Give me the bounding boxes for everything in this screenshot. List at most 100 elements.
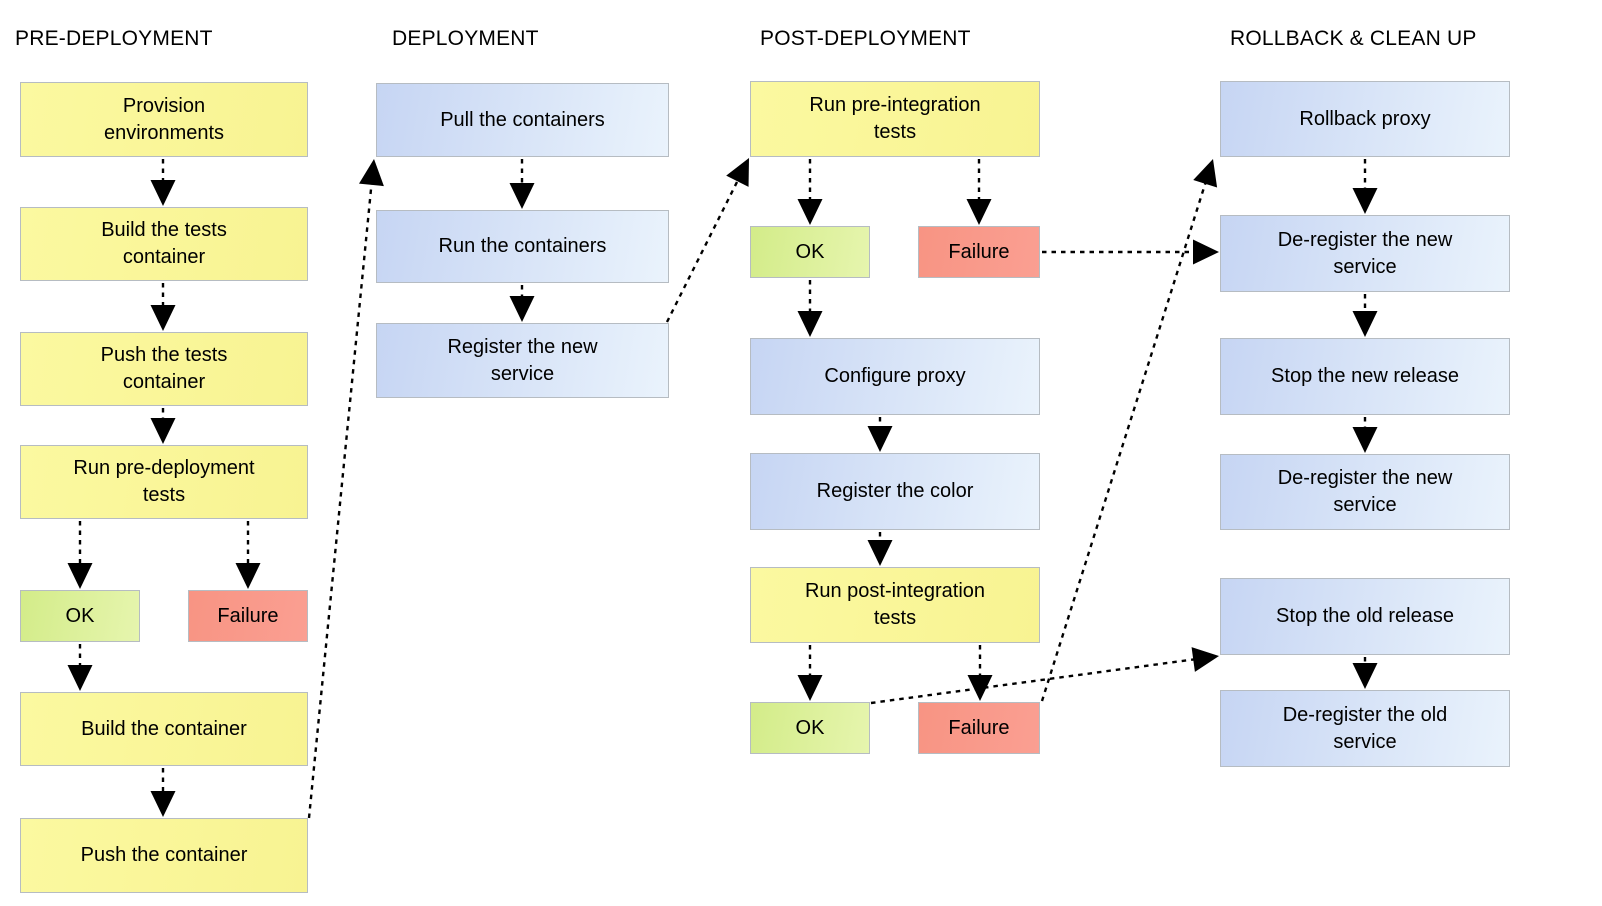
node-stop-the-new-release: Stop the new release bbox=[1220, 338, 1510, 415]
edge-stop-new-release-to-deregister-new bbox=[1352, 417, 1378, 453]
node-run-pre-deployment-tests: Run pre-deployment tests bbox=[20, 445, 308, 519]
node-deregister-the-old-service: De-register the old service bbox=[1220, 690, 1510, 767]
edge-deregister-new-to-stop-new-release bbox=[1352, 294, 1378, 337]
arrowhead bbox=[867, 426, 893, 452]
node-label: Stop the new release bbox=[1271, 365, 1459, 387]
node-pre-deployment-ok: OK bbox=[20, 590, 140, 642]
arrowhead bbox=[235, 563, 261, 589]
node-label: Run post-integration tests bbox=[804, 580, 986, 629]
node-label: Push the tests container bbox=[100, 344, 228, 393]
edge-pre-integration-tests-to-ok bbox=[797, 159, 823, 225]
edge-pre-integration-tests-to-failure bbox=[966, 159, 992, 225]
edge-pre-deployment-tests-to-failure bbox=[235, 521, 261, 589]
node-label: De-register the new service bbox=[1277, 467, 1453, 516]
column-title-pre-deployment: PRE-DEPLOYMENT bbox=[15, 27, 213, 50]
node-label: Configure proxy bbox=[824, 365, 966, 387]
node-deregister-the-new-service-2: De-register the new service bbox=[1220, 454, 1510, 530]
arrowhead bbox=[1193, 159, 1218, 188]
edge-post-integration-tests-to-failure bbox=[967, 645, 993, 701]
node-rollback-proxy: Rollback proxy bbox=[1220, 81, 1510, 157]
node-push-the-container: Push the container bbox=[20, 818, 308, 893]
arrowhead bbox=[509, 183, 535, 209]
node-pre-integration-ok: OK bbox=[750, 226, 870, 278]
column-title-deployment: DEPLOYMENT bbox=[392, 27, 539, 50]
node-build-the-container: Build the container bbox=[20, 692, 308, 766]
node-pre-integration-failure: Failure bbox=[918, 226, 1040, 278]
edge-pre-integration-failure-to-deregister-new bbox=[1042, 239, 1219, 265]
edge-pull-to-run-containers bbox=[509, 159, 535, 209]
edge-build-tests-to-push-tests bbox=[150, 283, 176, 331]
column-title-rollback-clean-up: ROLLBACK & CLEAN UP bbox=[1230, 27, 1477, 50]
edge-provision-to-build-tests bbox=[150, 159, 176, 206]
node-label: Run pre-deployment tests bbox=[73, 457, 255, 506]
node-stop-the-old-release: Stop the old release bbox=[1220, 578, 1510, 655]
edge-post-integration-ok-to-stop-old-release bbox=[870, 647, 1219, 705]
edge-stop-old-release-to-deregister-old bbox=[1352, 657, 1378, 689]
arrowhead bbox=[867, 540, 893, 566]
edge-post-integration-tests-to-ok bbox=[797, 645, 823, 701]
edge-post-integration-failure-to-rollback-proxy bbox=[1040, 159, 1218, 702]
edge-pre-integration-ok-to-configure-proxy bbox=[797, 280, 823, 337]
node-label: OK bbox=[795, 240, 825, 263]
node-register-the-new-service: Register the new service bbox=[376, 323, 669, 398]
edge-stem bbox=[1040, 177, 1209, 702]
arrowhead bbox=[359, 159, 384, 187]
node-post-integration-ok: OK bbox=[750, 702, 870, 754]
node-label: Failure bbox=[948, 240, 1010, 263]
arrowhead bbox=[1191, 647, 1219, 672]
edge-stem bbox=[307, 178, 374, 819]
arrowhead bbox=[797, 675, 823, 701]
arrowhead bbox=[1352, 311, 1378, 337]
node-label: Build the container bbox=[81, 717, 247, 740]
node-label: Build the tests container bbox=[101, 219, 227, 268]
node-label: Run the containers bbox=[438, 235, 607, 257]
node-register-the-color: Register the color bbox=[750, 453, 1040, 530]
edge-register-service-to-pre-integration-tests bbox=[665, 158, 749, 323]
arrowhead bbox=[797, 199, 823, 225]
arrowhead bbox=[1352, 663, 1378, 689]
edge-pre-deployment-ok-to-build-container bbox=[67, 644, 93, 691]
arrowhead bbox=[1193, 239, 1219, 265]
arrowhead bbox=[1352, 427, 1378, 453]
node-run-post-integration-tests: Run post-integration tests bbox=[750, 567, 1040, 643]
node-configure-proxy: Configure proxy bbox=[750, 338, 1040, 415]
node-push-the-tests-container: Push the tests container bbox=[20, 332, 308, 406]
edge-register-color-to-post-integration-tests bbox=[867, 532, 893, 566]
edge-stem bbox=[870, 657, 1200, 705]
node-pull-the-containers: Pull the containers bbox=[376, 83, 669, 157]
edge-push-container-to-pull-containers bbox=[307, 159, 384, 819]
arrowhead bbox=[1352, 188, 1378, 214]
node-label: Register the new service bbox=[447, 335, 598, 385]
node-label: OK bbox=[795, 716, 825, 739]
node-label: Pull the containers bbox=[440, 108, 605, 131]
node-run-pre-integration-tests: Run pre-integration tests bbox=[750, 81, 1040, 157]
node-label: Run pre-integration tests bbox=[809, 94, 981, 143]
edge-pre-deployment-tests-to-ok bbox=[67, 521, 93, 589]
node-provision-environments: Provision environments bbox=[20, 82, 308, 157]
node-label: Failure bbox=[217, 604, 279, 627]
arrowhead bbox=[797, 311, 823, 337]
arrowhead bbox=[150, 180, 176, 206]
node-label: Rollback proxy bbox=[1299, 107, 1431, 130]
node-label: Push the container bbox=[80, 844, 248, 866]
arrowhead bbox=[150, 791, 176, 817]
arrowhead bbox=[67, 563, 93, 589]
edge-build-container-to-push-container bbox=[150, 768, 176, 817]
node-label: OK bbox=[65, 604, 95, 627]
node-label: Stop the old release bbox=[1276, 605, 1454, 627]
edge-run-containers-to-register-service bbox=[509, 285, 535, 322]
node-run-the-containers: Run the containers bbox=[376, 210, 669, 283]
node-build-the-tests-container: Build the tests container bbox=[20, 207, 308, 281]
arrowhead bbox=[509, 296, 535, 322]
node-post-integration-failure: Failure bbox=[918, 702, 1040, 754]
node-label: Failure bbox=[948, 716, 1010, 739]
arrowhead bbox=[67, 665, 93, 691]
node-label: De-register the new service bbox=[1277, 228, 1453, 278]
node-label: Register the color bbox=[816, 480, 974, 502]
edge-stem bbox=[665, 175, 742, 323]
arrowhead bbox=[150, 305, 176, 331]
edge-rollback-proxy-to-deregister-new bbox=[1352, 159, 1378, 214]
node-label: De-register the old service bbox=[1282, 703, 1448, 753]
